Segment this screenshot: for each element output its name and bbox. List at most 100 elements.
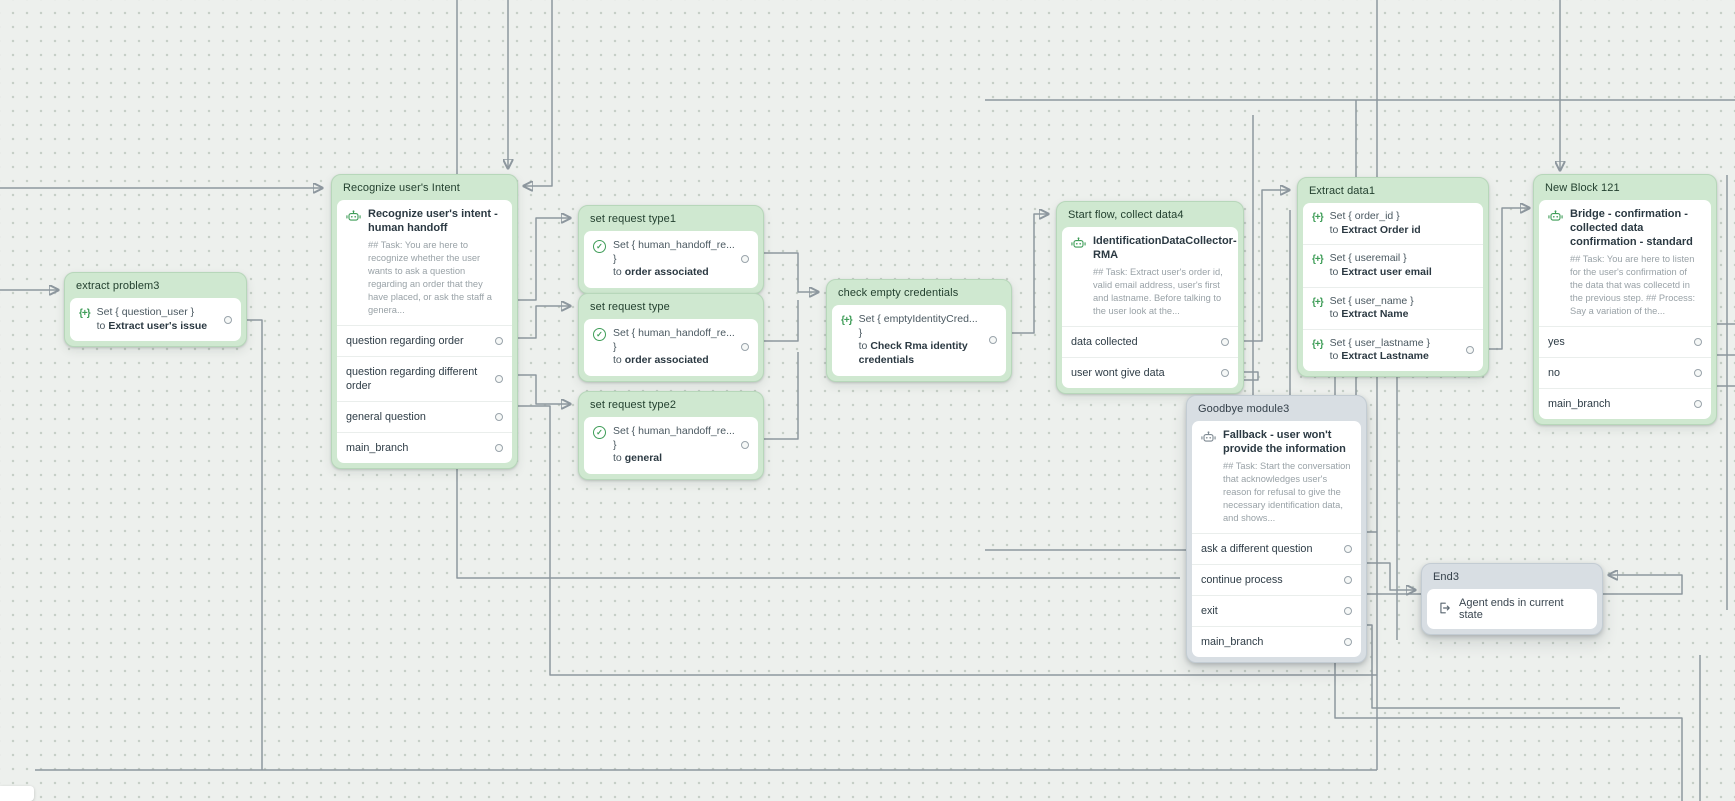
branch-row[interactable]: user wont give data (1062, 357, 1238, 388)
set-variable-item[interactable]: {+} Set { user_name } to Extract Name (1303, 286, 1483, 329)
output-port[interactable] (224, 315, 232, 324)
branch-row[interactable]: exit (1192, 595, 1361, 626)
edge-datacollected-to-extractdata1[interactable] (1226, 190, 1289, 342)
set-line2: to Extract Lastname (1329, 350, 1429, 363)
branch-row[interactable]: no (1539, 357, 1711, 388)
agent-icon (1071, 236, 1086, 256)
node-check-empty-credentials[interactable]: check empty credentials {+} Set { emptyI… (826, 279, 1012, 382)
node-body: Fallback - user won't provide the inform… (1192, 421, 1361, 658)
output-port[interactable] (989, 336, 997, 345)
check-circle-icon: ✓ (593, 240, 606, 253)
output-port[interactable] (1694, 400, 1702, 409)
node-goodbye-module3[interactable]: Goodbye module3 Fallback - user won't pr… (1186, 395, 1367, 664)
node-header[interactable]: Start flow, collect data4 (1068, 208, 1184, 221)
node-header[interactable]: End3 (1433, 570, 1460, 583)
output-port[interactable] (495, 444, 503, 453)
node-start-flow-collect-data4[interactable]: Start flow, collect data4 Identification… (1056, 201, 1244, 395)
agent-name: Recognize user's intent - human handoff (368, 208, 498, 234)
output-port[interactable] (1221, 369, 1229, 378)
node-header[interactable]: set request type (590, 300, 670, 313)
branch-row[interactable]: yes (1539, 325, 1711, 357)
set-line2: to Extract user email (1329, 265, 1432, 278)
output-port[interactable] (495, 375, 503, 384)
set-line1: Set { human_handoff_re... } (613, 425, 735, 451)
node-body: Recognize user's intent - human handoff … (337, 200, 512, 464)
edge-goodbye-mainbranch-out[interactable] (1349, 624, 1620, 709)
set-variable-item[interactable]: {+} Set { order_id } to Extract Order id (1303, 203, 1483, 244)
edge-question-order-to-type1[interactable] (502, 218, 570, 301)
agent-name: Bridge - confirmation - collected data c… (1570, 208, 1693, 248)
output-port[interactable] (1466, 346, 1474, 355)
node-body: ✓ Set { human_handoff_re... } to order a… (584, 319, 758, 376)
node-header[interactable]: set request type2 (590, 398, 677, 411)
agent-section[interactable]: Fallback - user won't provide the inform… (1192, 421, 1361, 533)
branch-row[interactable]: data collected (1062, 326, 1238, 357)
set-variable-item[interactable]: ✓ Set { human_handoff_re... } to general (584, 417, 758, 474)
edge-extract-problem3-out[interactable] (230, 319, 263, 770)
set-variable-item[interactable]: {+} Set { user_lastname } to Extract Las… (1303, 328, 1483, 371)
node-extract-data1[interactable]: Extract data1 {+} Set { order_id } to Ex… (1297, 177, 1489, 378)
output-port[interactable] (495, 337, 503, 346)
end-state-label: Agent ends in current state (1459, 597, 1564, 621)
node-body: {+} Set { question_user } to Extract use… (70, 298, 241, 342)
node-body: ✓ Set { human_handoff_re... } to general (584, 417, 758, 474)
branch-row[interactable]: main_branch (337, 432, 512, 463)
end-state-item[interactable]: Agent ends in current state (1427, 589, 1597, 629)
node-new-block-121[interactable]: New Block 121 Bridge - confirmation - co… (1533, 174, 1717, 426)
set-variable-item[interactable]: {+} Set { question_user } to Extract use… (70, 298, 241, 341)
output-port[interactable] (1694, 369, 1702, 378)
branch-row[interactable]: question regarding order (337, 325, 512, 356)
branch-row[interactable]: general question (337, 401, 512, 432)
branch-row[interactable]: main_branch (1539, 388, 1711, 419)
canvas-corner-control[interactable] (0, 786, 34, 801)
branch-row[interactable]: question regarding different order (337, 356, 512, 401)
edge-question-diff-to-type[interactable] (502, 306, 570, 339)
set-variable-item[interactable]: ✓ Set { human_handoff_re... } to order a… (584, 231, 758, 288)
set-variable-item[interactable]: ✓ Set { human_handoff_re... } to order a… (584, 319, 758, 376)
output-port[interactable] (741, 343, 749, 352)
set-line2: to order associated (613, 354, 709, 367)
output-port[interactable] (1344, 638, 1352, 647)
set-line1: Set { human_handoff_re... } (613, 239, 735, 265)
branch-row[interactable]: continue process (1192, 564, 1361, 595)
output-port[interactable] (1221, 338, 1229, 347)
node-set-request-type[interactable]: set request type ✓ Set { human_handoff_r… (578, 293, 764, 382)
output-port[interactable] (1344, 545, 1352, 554)
branch-row[interactable]: main_branch (1192, 626, 1361, 657)
output-port[interactable] (1694, 338, 1702, 346)
node-header[interactable]: Goodbye module3 (1198, 402, 1290, 415)
node-body: IdentificationDataCollector-RMA ## Task:… (1062, 227, 1238, 389)
set-variable-icon: {+} (1312, 338, 1324, 350)
output-port[interactable] (741, 441, 749, 450)
output-port[interactable] (1344, 607, 1352, 616)
edge-recognize-mainbranch-out[interactable] (502, 405, 1377, 676)
node-header[interactable]: set request type1 (590, 212, 677, 225)
edge-in-recognize-right[interactable] (524, 0, 553, 186)
set-variable-item[interactable]: {+} Set { emptyIdentityCred... } to Chec… (832, 305, 1006, 376)
node-header[interactable]: check empty credentials (838, 286, 959, 299)
node-recognize-users-intent[interactable]: Recognize user's Intent Recognize user's… (331, 174, 518, 470)
agent-section[interactable]: IdentificationDataCollector-RMA ## Task:… (1062, 227, 1238, 326)
set-line2: to Extract Name (1329, 308, 1409, 321)
node-extract-problem3[interactable]: extract problem3 {+} Set { question_user… (64, 272, 247, 348)
node-header[interactable]: Extract data1 (1309, 184, 1376, 197)
output-port[interactable] (495, 413, 503, 422)
node-header[interactable]: New Block 121 (1545, 181, 1620, 194)
output-port[interactable] (741, 255, 749, 264)
check-circle-icon: ✓ (593, 426, 606, 439)
node-end3[interactable]: End3 Agent ends in current state (1421, 563, 1603, 635)
edge-continue-to-end3[interactable] (1349, 562, 1415, 590)
output-port[interactable] (1344, 576, 1352, 585)
node-set-request-type1[interactable]: set request type1 ✓ Set { human_handoff_… (578, 205, 764, 294)
edge-check-to-startflow[interactable] (994, 214, 1048, 334)
branch-row[interactable]: ask a different question (1192, 533, 1361, 564)
edge-type1-to-check[interactable] (746, 252, 818, 292)
set-variable-item[interactable]: {+} Set { useremail } to Extract user em… (1303, 244, 1483, 286)
node-header[interactable]: Recognize user's Intent (343, 181, 460, 194)
node-header[interactable]: extract problem3 (76, 279, 160, 292)
agent-section[interactable]: Recognize user's intent - human handoff … (337, 200, 512, 325)
agent-section[interactable]: Bridge - confirmation - collected data c… (1539, 200, 1711, 326)
edge-general-to-type2[interactable] (502, 374, 570, 404)
node-set-request-type2[interactable]: set request type2 ✓ Set { human_handoff_… (578, 391, 764, 480)
